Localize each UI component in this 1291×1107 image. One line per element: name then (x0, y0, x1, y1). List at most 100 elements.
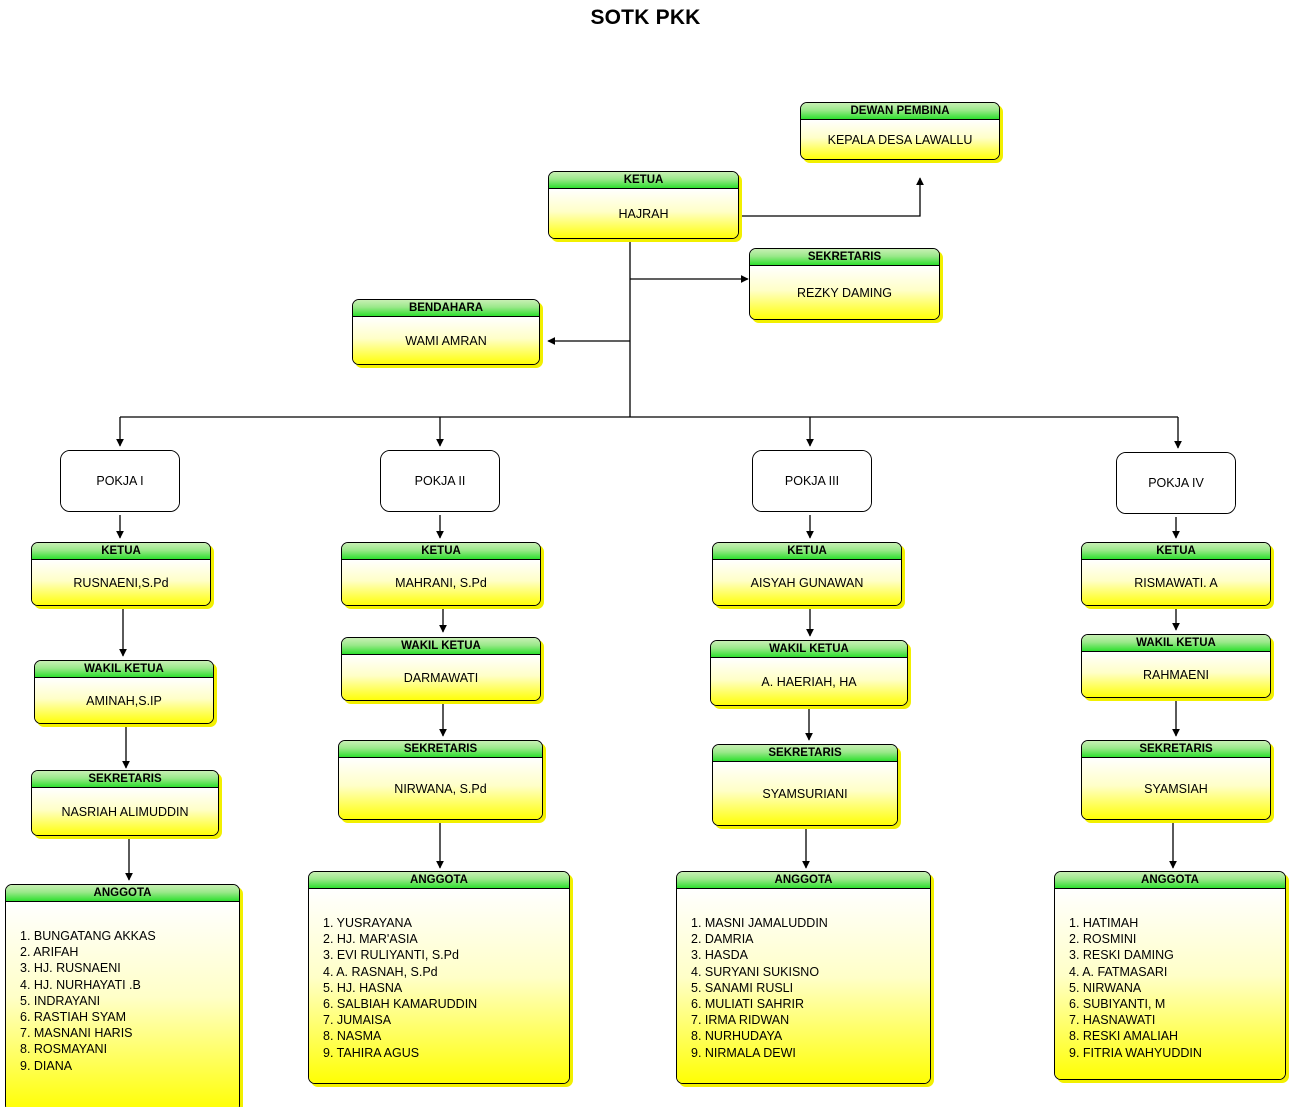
node-pokja-3[interactable]: POKJA III (752, 450, 872, 512)
node-pokja-4-wakil-ketua[interactable]: WAKIL KETUA RAHMAENI (1081, 634, 1271, 698)
member-list-item: 8. NURHUDAYA (691, 1029, 783, 1044)
member-list-item: 2. DAMRIA (691, 932, 754, 947)
node-pokja-2[interactable]: POKJA II (380, 450, 500, 512)
page-title: SOTK PKK (590, 6, 701, 29)
node-header-role: KETUA (342, 543, 540, 560)
member-list-item: 1. HATIMAH (1069, 916, 1139, 930)
node-body-name: RISMAWATI. A (1082, 560, 1270, 605)
node-body-name: MAHRANI, S.Pd (342, 560, 540, 605)
node-header-role: SEKRETARIS (339, 741, 542, 758)
node-pokja-4[interactable]: POKJA IV (1116, 452, 1236, 514)
node-pokja-3-sekretaris[interactable]: SEKRETARIS SYAMSURIANI (712, 744, 898, 826)
node-header-role: ANGGOTA (1055, 872, 1285, 889)
node-body-name: SYAMSURIANI (713, 762, 897, 825)
member-list-item: 3. RESKI DAMING (1069, 948, 1174, 963)
node-body-name: RAHMAENI (1082, 652, 1270, 697)
member-list-item: 9. DIANA (20, 1058, 73, 1073)
member-list-item: 4. A. RASNAH, S.Pd (323, 964, 438, 979)
node-ketua[interactable]: KETUA HAJRAH (548, 171, 739, 239)
node-body-name: DARMAWATI (342, 655, 540, 700)
member-list-item: 9. FITRIA WAHYUDDIN (1069, 1045, 1202, 1060)
node-body-name: NASRIAH ALIMUDDIN (32, 788, 218, 835)
node-pokja-2-ketua[interactable]: KETUA MAHRANI, S.Pd (341, 542, 541, 606)
node-pokja-2-wakil-ketua[interactable]: WAKIL KETUA DARMAWATI (341, 637, 541, 701)
member-list-item: 9. TAHIRA AGUS (323, 1045, 420, 1060)
node-pokja-1[interactable]: POKJA I (60, 450, 180, 512)
node-header-role: BENDAHARA (353, 300, 539, 317)
node-header-role: WAKIL KETUA (711, 641, 907, 658)
node-header-role: KETUA (549, 172, 738, 189)
node-body-name: KEPALA DESA LAWALLU (801, 120, 999, 159)
node-label: POKJA II (381, 451, 499, 511)
node-pokja-1-ketua[interactable]: KETUA RUSNAENI,S.Pd (31, 542, 211, 606)
member-list-item: 4. SURYANI SUKISNO (691, 964, 820, 979)
node-pokja-1-sekretaris[interactable]: SEKRETARIS NASRIAH ALIMUDDIN (31, 770, 219, 836)
node-header-role: SEKRETARIS (713, 745, 897, 762)
node-sekretaris[interactable]: SEKRETARIS REZKY DAMING (749, 248, 940, 320)
node-dewan-pembina[interactable]: DEWAN PEMBINA KEPALA DESA LAWALLU (800, 102, 1000, 160)
member-list-item: 7. HASNAWATI (1069, 1013, 1156, 1028)
node-header-role: SEKRETARIS (750, 249, 939, 266)
member-list-item: 1. BUNGATANG AKKAS (20, 929, 156, 943)
member-list-item: 1. YUSRAYANA (323, 916, 412, 930)
member-list-item: 8. RESKI AMALIAH (1069, 1029, 1179, 1044)
node-body-name: AMINAH,S.IP (35, 678, 213, 723)
node-header-role: ANGGOTA (309, 872, 569, 889)
node-header-role: SEKRETARIS (1082, 741, 1270, 758)
member-list-item: 2. ROSMINI (1069, 932, 1137, 947)
node-pokja-1-wakil-ketua[interactable]: WAKIL KETUA AMINAH,S.IP (34, 660, 214, 724)
node-body-name: REZKY DAMING (750, 266, 939, 319)
member-list-item: 4. HJ. NURHAYATI .B (20, 977, 141, 992)
member-list-item: 3. EVI RULIYANTI, S.Pd (323, 948, 459, 963)
node-header-role: DEWAN PEMBINA (801, 103, 999, 120)
node-pokja-4-sekretaris[interactable]: SEKRETARIS SYAMSIAH (1081, 740, 1271, 820)
member-list-item: 5. INDRAYANI (20, 993, 101, 1008)
member-list-item: 2. HJ. MAR'ASIA (323, 932, 418, 947)
node-header-role: SEKRETARIS (32, 771, 218, 788)
member-list-item: 3. HASDA (691, 948, 748, 963)
node-header-role: WAKIL KETUA (342, 638, 540, 655)
node-body-name: HAJRAH (549, 189, 738, 238)
member-list-item: 3. HJ. RUSNAENI (20, 961, 121, 976)
node-header-role: ANGGOTA (677, 872, 930, 889)
node-pokja-2-sekretaris[interactable]: SEKRETARIS NIRWANA, S.Pd (338, 740, 543, 820)
member-list-item: 6. MULIATI SAHRIR (691, 997, 804, 1012)
node-pokja-3-wakil-ketua[interactable]: WAKIL KETUA A. HAERIAH, HA (710, 640, 908, 706)
member-list-item: 6. SALBIAH KAMARUDDIN (323, 997, 478, 1012)
node-pokja-4-ketua[interactable]: KETUA RISMAWATI. A (1081, 542, 1271, 606)
node-label: POKJA III (753, 451, 871, 511)
member-list-item: 6. SUBIYANTI, M (1069, 997, 1166, 1012)
member-list-item: 7. MASNANI HARIS (20, 1026, 133, 1041)
node-label: POKJA IV (1117, 453, 1235, 513)
node-header-role: WAKIL KETUA (35, 661, 213, 678)
member-list-item: 7. IRMA RIDWAN (691, 1013, 790, 1028)
node-header-role: ANGGOTA (6, 885, 239, 902)
member-list-item: 4. A. FATMASARI (1069, 964, 1168, 979)
member-list-item: 2. ARIFAH (20, 945, 79, 960)
node-header-role: WAKIL KETUA (1082, 635, 1270, 652)
node-pokja-3-ketua[interactable]: KETUA AISYAH GUNAWAN (712, 542, 902, 606)
member-list-item: 8. NASMA (323, 1029, 382, 1044)
member-list-item: 9. NIRMALA DEWI (691, 1045, 796, 1060)
node-body-name: A. HAERIAH, HA (711, 658, 907, 705)
node-body-name: RUSNAENI,S.Pd (32, 560, 210, 605)
node-body-name: NIRWANA, S.Pd (339, 758, 542, 819)
member-list-item: 5. SANAMI RUSLI (691, 980, 794, 995)
node-bendahara[interactable]: BENDAHARA WAMI AMRAN (352, 299, 540, 365)
node-header-role: KETUA (1082, 543, 1270, 560)
member-list-item: 6. RASTIAH SYAM (20, 1010, 127, 1025)
member-list-item: 8. ROSMAYANI (20, 1042, 108, 1057)
member-list-item: 7. JUMAISA (323, 1013, 392, 1028)
node-header-role: KETUA (32, 543, 210, 560)
